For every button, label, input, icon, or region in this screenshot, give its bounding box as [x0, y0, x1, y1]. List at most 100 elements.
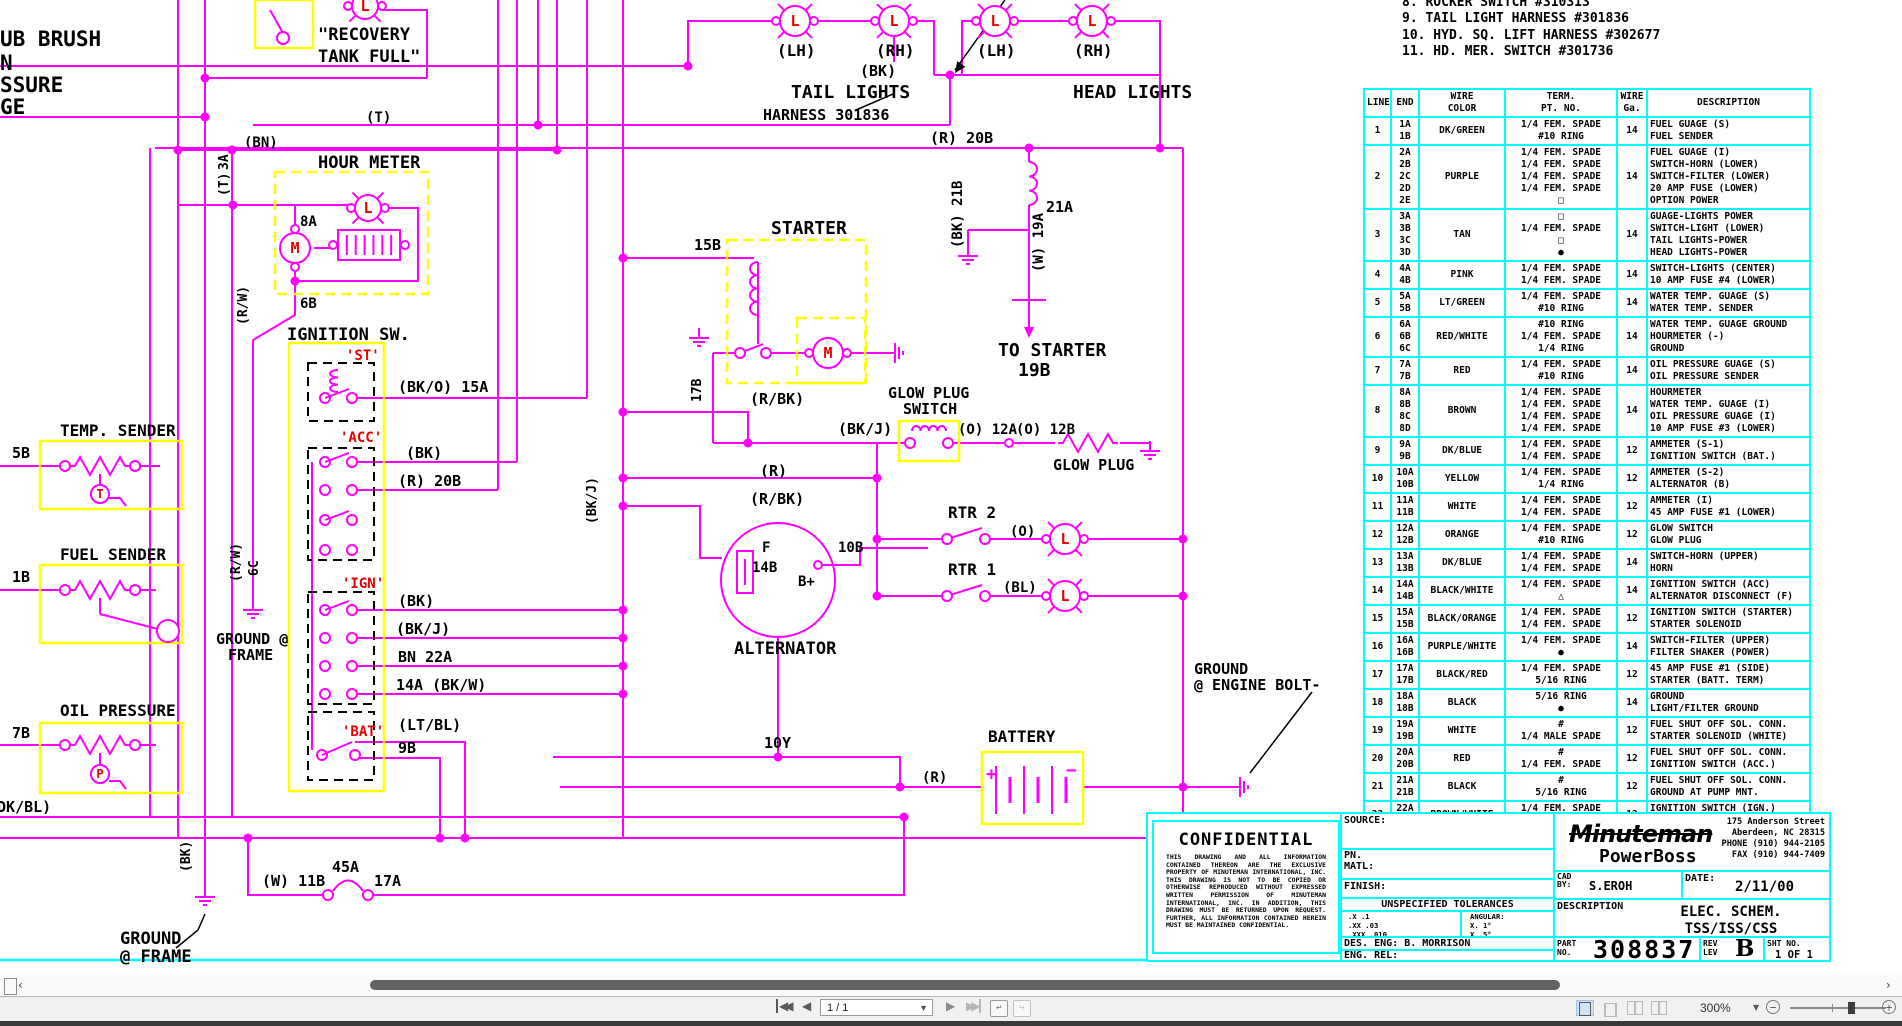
lamp-ray [1004, 30, 1013, 39]
component-box [897, 419, 961, 463]
wire-table-cell: 15 [1363, 604, 1392, 634]
wire [1111, 20, 1161, 75]
continuous-scroll-view-button[interactable] [1601, 1000, 1619, 1017]
schematic-label: SWITCH [903, 400, 957, 418]
wire-table-cell: 1/4 FEM. SPADE 1/4 FEM. SPADE [1504, 492, 1618, 522]
two-page-scroll-view-button[interactable] [1650, 1000, 1668, 1016]
lamp-ray [1074, 30, 1083, 39]
leader-line [175, 913, 206, 949]
date-cell: DATE: 2/11/00 [1681, 870, 1831, 900]
zoom-in-button[interactable]: + [1882, 1000, 1896, 1014]
single-page-view-button[interactable] [1576, 1000, 1594, 1016]
wire-table-cell: DK/BLUE [1418, 548, 1506, 578]
schematic-label: GROUND [1194, 660, 1248, 678]
wire-table-cell: 14 [1616, 548, 1648, 578]
page-panel-icon[interactable] [4, 978, 17, 995]
wire-table-cell: 19A 19B [1390, 716, 1420, 746]
schematic-label: (R) 20B [398, 472, 461, 490]
schematic-label: GE [0, 95, 25, 119]
next-page-button[interactable]: ▶ [946, 999, 956, 1013]
first-page-button[interactable]: ◀◀ [776, 999, 794, 1013]
lamp-ray [876, 30, 885, 39]
coil-icon [1028, 161, 1038, 206]
wire-table-cell: 2 [1363, 144, 1392, 210]
lamp-ray [903, 30, 912, 39]
zoom-slider[interactable] [1790, 1002, 1886, 1014]
wire [109, 497, 127, 507]
terminal-node [276, 31, 290, 45]
tolerances-title: UNSPECIFIED TOLERANCES [1342, 899, 1553, 912]
lamp-node [343, 1, 353, 11]
switch-section-box [307, 447, 375, 561]
terminal-node [346, 544, 358, 556]
schematic-label: 7B [12, 724, 30, 742]
wire-table-cell: FUEL GUAGE (S) FUEL SENDER [1646, 116, 1811, 146]
schematic-label: 14B [752, 560, 777, 576]
horizontal-scrollbar[interactable]: ‹ › [0, 975, 1902, 997]
junction-dot [1178, 534, 1188, 544]
wire-table-cell: 1/4 FEM. SPADE 1/4 FEM. SPADE [1504, 604, 1618, 634]
schematic-label: IGNITION SW. [287, 325, 410, 345]
schematic-label: (R) 20B [930, 129, 993, 147]
previous-page-button[interactable]: ◀ [802, 999, 812, 1013]
lamp-letter: L [363, 199, 372, 217]
wire-table-cell: RED [1418, 356, 1506, 386]
schematic-label: HARNESS 301836 [763, 106, 889, 124]
junction-dot [200, 73, 210, 83]
wire-table-cell: 14 [1616, 116, 1648, 146]
rev-cell: REV LEV B [1699, 935, 1765, 962]
terminal-node [941, 533, 953, 545]
schematic-label: TO STARTER [998, 340, 1107, 361]
two-page-view-button[interactable] [1626, 1000, 1644, 1016]
terminal-node [346, 484, 358, 496]
scroll-right-arrow[interactable]: › [1886, 978, 1891, 992]
terminal-node [319, 660, 331, 672]
previous-view-button[interactable]: ↩ [990, 1000, 1008, 1017]
wire-table-cell: GLOW SWITCH GLOW PLUG [1646, 520, 1811, 550]
terminal-node [813, 560, 823, 570]
zoom-dropdown-caret[interactable]: ▼ [1753, 1003, 1760, 1012]
note-item: 9. TAIL LIGHT HARNESS #301836 [1402, 11, 1629, 26]
junction-dot [618, 501, 628, 511]
scrollbar-thumb[interactable] [370, 980, 1560, 990]
wire-table-cell: BROWN [1418, 384, 1506, 438]
terminal-node [319, 544, 331, 556]
zoom-level-value: 300% [1700, 1001, 1731, 1015]
wire-table-cell: □ 1/4 FEM. SPADE □ ● [1504, 208, 1618, 262]
wire-table-cell: 21 [1363, 772, 1392, 802]
wire-table-cell: 6A 6B 6C [1390, 316, 1420, 358]
terminal-node [349, 749, 361, 761]
schematic-label: FRAME [228, 646, 273, 664]
last-page-button[interactable]: ▶▶ [966, 999, 982, 1013]
wire [99, 613, 159, 630]
lamp-node [1041, 591, 1051, 601]
junction-dot [1155, 143, 1165, 153]
schematic-label: (W) 11B [262, 872, 325, 890]
scroll-left-arrow[interactable]: ‹ [18, 978, 23, 992]
terminal-node [319, 632, 331, 644]
zoom-slider-thumb[interactable] [1848, 1002, 1855, 1014]
wire-table-cell: RED/WHITE [1418, 316, 1506, 358]
part-no-label: PART NO. [1557, 939, 1577, 957]
wire-table-cell: 12 [1616, 604, 1648, 634]
schematic-label: GLOW PLUG [1053, 456, 1134, 474]
zoom-slider-tick [1832, 1004, 1833, 1012]
note-item: 10. HYD. SQ. LIFT HARNESS #302677 [1402, 28, 1661, 43]
gauge-sender-circle [90, 764, 110, 784]
schematic-label: (BK) [406, 444, 442, 462]
page-number-input[interactable]: 1 / 1 ▼ [820, 999, 933, 1016]
terminal-node [734, 347, 746, 359]
lamp-ray [804, 3, 813, 12]
wire-table-cell: 21A 21B [1390, 772, 1420, 802]
schematic-label: (R/BK) [750, 390, 804, 408]
motor-node [842, 348, 852, 358]
next-view-button[interactable]: ↪ [1013, 1000, 1031, 1017]
lamp-ray [376, 191, 385, 200]
schematic-label: FUEL SENDER [60, 545, 166, 564]
page-dropdown-caret[interactable]: ▼ [919, 1003, 928, 1013]
ground-icon [1140, 441, 1160, 460]
lamp-ray [351, 216, 360, 225]
terminal-node [942, 437, 954, 449]
zoom-out-button[interactable]: − [1766, 1000, 1780, 1014]
